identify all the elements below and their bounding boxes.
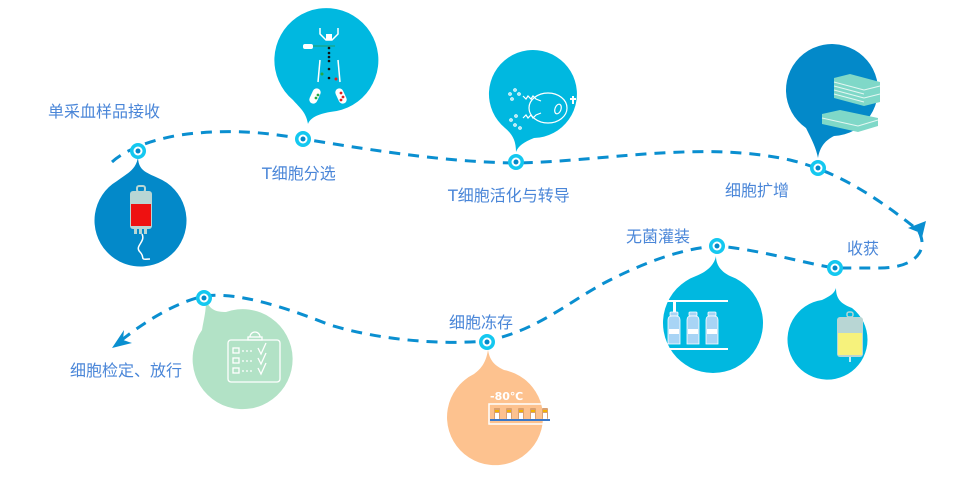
step-bubble-qc-release (192, 300, 293, 410)
culture-flask-stack-icon (821, 74, 881, 132)
step-label-t-cell-selection: T细胞分选 (262, 164, 336, 183)
step-bubble-cryopreservation: -80℃ (447, 350, 552, 466)
step-bubble-t-cell-activation (488, 50, 577, 152)
step-label-t-cell-activation: T细胞活化与转导 (448, 186, 570, 205)
arrowhead-icon (112, 330, 132, 348)
flow-node-blood-receipt[interactable] (130, 143, 146, 159)
flow-node-cell-expansion[interactable] (810, 160, 826, 176)
step-label-aseptic-filling: 无菌灌装 (626, 227, 691, 246)
step-label-qc-release: 细胞检定、放行 (70, 361, 183, 380)
arrowhead-icon (908, 221, 926, 242)
step-bubble-blood-receipt (94, 156, 187, 267)
step-label-cryopreservation: 细胞冻存 (449, 313, 514, 332)
checklist-icon (227, 331, 281, 383)
flow-node-cryopreservation[interactable] (479, 334, 495, 350)
flow-node-qc-release[interactable] (196, 290, 212, 306)
harvest-bag-icon (837, 311, 863, 362)
step-bubble-cell-expansion (785, 44, 881, 158)
step-bubble-t-cell-selection (274, 8, 379, 125)
step-label-blood-receipt: 单采血样品接收 (48, 102, 161, 121)
freezer-rack-icon (488, 403, 552, 425)
flow-node-aseptic-filling[interactable] (709, 238, 725, 254)
step-bubble-harvest (787, 288, 868, 380)
blood-bag-icon (130, 185, 152, 260)
cell-activation-icon (508, 88, 576, 130)
step-label-cell-expansion: 细胞扩增 (725, 181, 790, 200)
temperature-label: -80℃ (490, 390, 523, 403)
vial-filling-icon (661, 300, 728, 350)
step-bubble-aseptic-filling (661, 256, 763, 374)
step-label-harvest: 收获 (847, 239, 880, 258)
flow-node-harvest[interactable] (827, 260, 843, 276)
flow-node-t-cell-selection[interactable] (295, 131, 311, 147)
flow-node-t-cell-activation[interactable] (508, 154, 524, 170)
cell-sorting-icon (303, 28, 347, 104)
